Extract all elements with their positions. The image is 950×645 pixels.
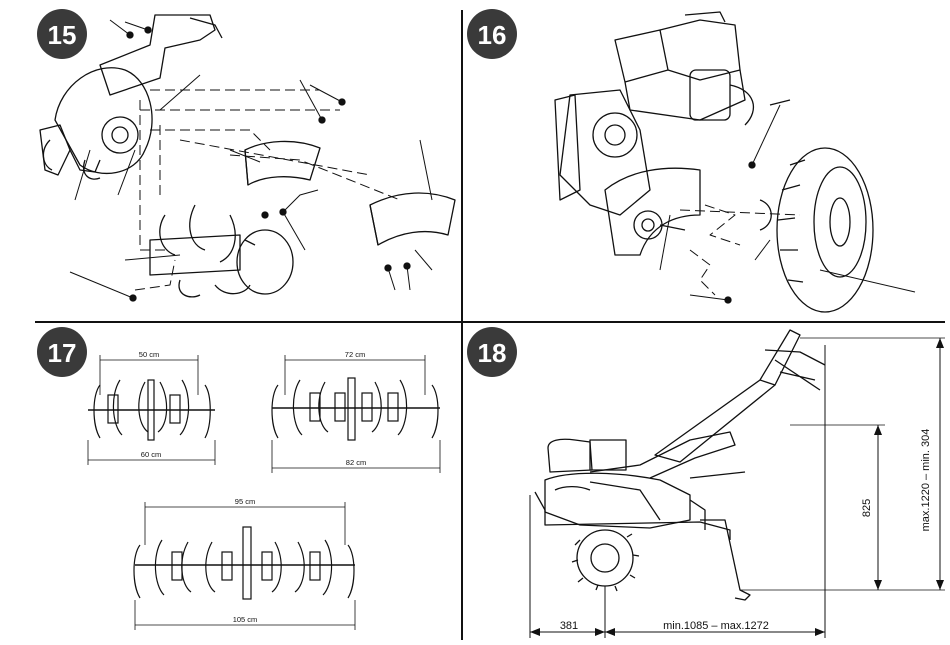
label-handle-height: 825 bbox=[861, 499, 873, 517]
panel-badge-15: 15 bbox=[37, 9, 87, 59]
panel-badge-18: 18 bbox=[467, 327, 517, 377]
panel-badge-16: 16 bbox=[467, 9, 517, 59]
panel-18 bbox=[530, 330, 945, 638]
label-small-outer: 60 cm bbox=[141, 450, 161, 459]
panel-number-18: 18 bbox=[478, 338, 507, 368]
label-rear-offset: 381 bbox=[560, 620, 578, 632]
label-small-inner: 50 cm bbox=[139, 350, 159, 359]
label-large-inner: 95 cm bbox=[235, 497, 255, 506]
label-large-outer: 105 cm bbox=[233, 615, 258, 624]
panel-15 bbox=[40, 15, 455, 301]
panel-number-16: 16 bbox=[478, 20, 507, 50]
panel-17 bbox=[88, 355, 440, 630]
label-medium-inner: 72 cm bbox=[345, 350, 365, 359]
panel-badge-17: 17 bbox=[37, 327, 87, 377]
panel-number-17: 17 bbox=[48, 338, 77, 368]
label-medium-outer: 82 cm bbox=[346, 458, 366, 467]
panel-16 bbox=[555, 12, 915, 312]
panel-number-15: 15 bbox=[48, 20, 77, 50]
dimension-lines bbox=[530, 338, 945, 638]
tiller-medium bbox=[272, 355, 440, 473]
label-handle-height-range: max.1220 – min. 304 bbox=[920, 429, 932, 532]
label-length-range: min.1085 – max.1272 bbox=[663, 620, 769, 632]
tiller-large bbox=[134, 502, 355, 630]
panel-dividers bbox=[35, 10, 945, 640]
tiller-small bbox=[88, 355, 215, 465]
